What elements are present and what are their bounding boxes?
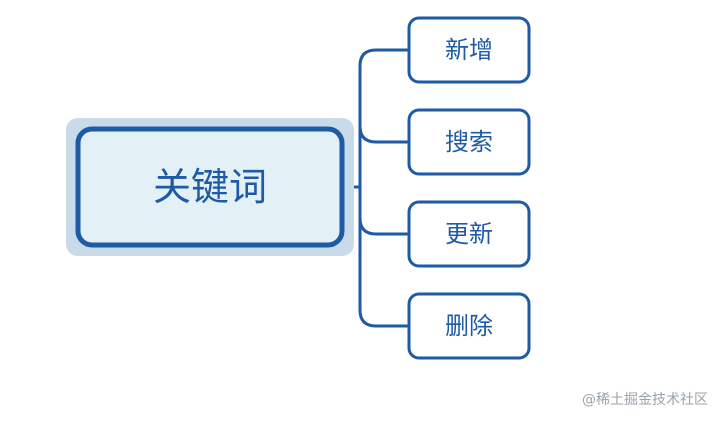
child-node-box [407, 16, 531, 84]
child-node-box [407, 108, 531, 176]
child-node-label: 搜索 [445, 128, 493, 156]
root-node-box [75, 126, 345, 248]
connector-branch-2 [358, 124, 411, 144]
child-node-label: 新增 [445, 36, 493, 64]
child-node-box [407, 292, 531, 360]
root-node-label: 关键词 [153, 165, 267, 209]
watermark: @稀土掘金技术社区 [582, 392, 708, 408]
connector-bus [358, 48, 411, 328]
child-node-4[interactable]: 删除 [407, 292, 531, 360]
child-node-3[interactable]: 更新 [407, 200, 531, 268]
connector-lines [340, 48, 411, 328]
connector-branch-3 [358, 216, 411, 236]
child-node-box [407, 200, 531, 268]
child-node-label: 删除 [445, 312, 493, 340]
child-node-1[interactable]: 新增 [407, 16, 531, 84]
root-node[interactable]: 关键词 [66, 118, 354, 256]
child-node-label: 更新 [445, 220, 493, 248]
child-node-2[interactable]: 搜索 [407, 108, 531, 176]
